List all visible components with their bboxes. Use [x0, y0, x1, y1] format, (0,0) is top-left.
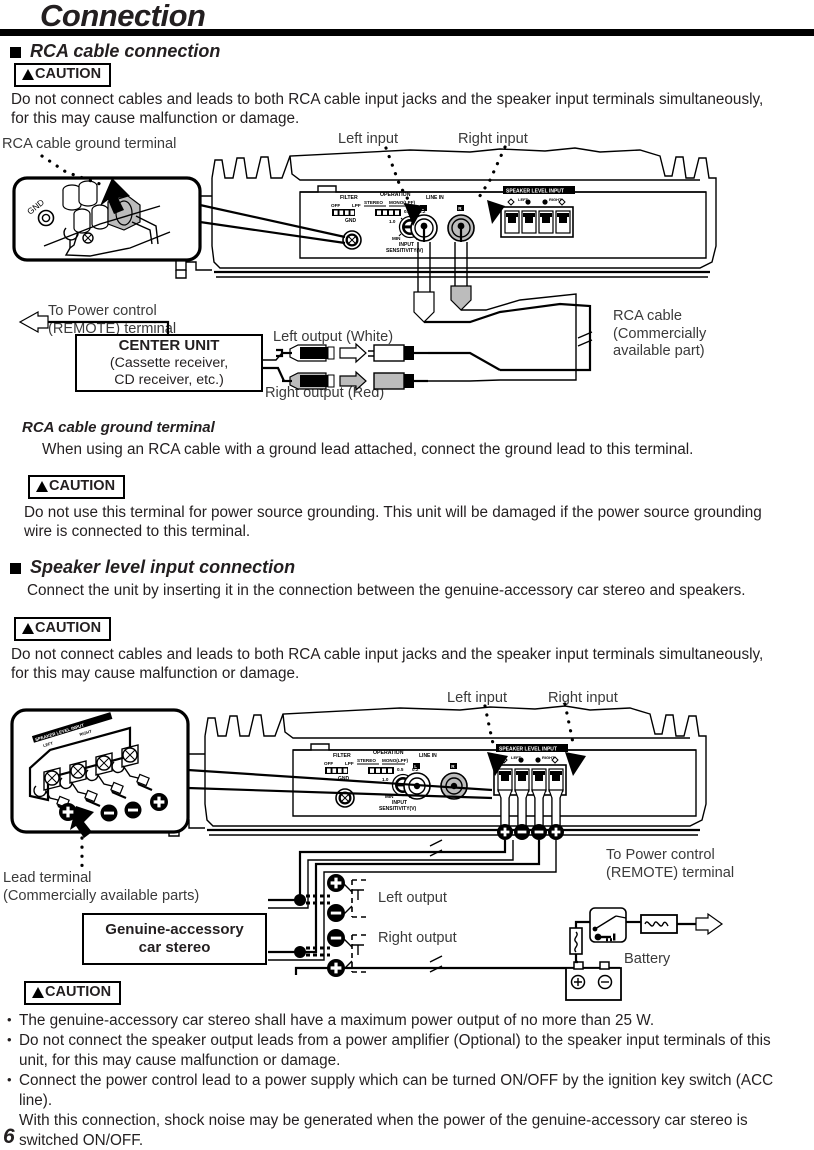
subsection-heading-ground: RCA cable ground terminal — [22, 419, 215, 436]
warning-triangle-icon — [22, 68, 34, 80]
label-right-input-1: Right input — [458, 131, 528, 147]
section-heading-label: RCA cable connection — [30, 41, 221, 61]
genuine-car-stereo-box: Genuine-accessory car stereo — [82, 913, 267, 965]
svg-text:R: R — [451, 764, 455, 769]
svg-text:LPF: LPF — [352, 203, 361, 208]
square-bullet-icon — [10, 563, 21, 574]
label-rca-ground-terminal: RCA cable ground terminal — [2, 136, 177, 152]
svg-text:MIN: MIN — [392, 236, 401, 241]
warning-triangle-icon — [22, 622, 34, 634]
caution-badge-4: CAUTION — [24, 981, 122, 1005]
section2-text: Connect the unit by inserting it in the … — [27, 582, 746, 599]
svg-text:SENSITIVITY(V): SENSITIVITY(V) — [379, 806, 417, 812]
caution-list-item-continuation: With this connection, shock noise may be… — [19, 1112, 748, 1149]
section-heading-rca: RCA cable connection — [10, 41, 220, 62]
svg-text:SPEAKER LEVEL INPUT: SPEAKER LEVEL INPUT — [506, 189, 564, 195]
svg-text:1.0: 1.0 — [382, 777, 389, 782]
svg-text:OPERATION: OPERATION — [373, 750, 404, 756]
square-bullet-icon — [10, 47, 21, 58]
car-stereo-line1: Genuine-accessory — [105, 921, 244, 938]
svg-text:OPERATION: OPERATION — [380, 192, 411, 198]
svg-text:INPUT: INPUT — [399, 242, 414, 248]
caution-badge-2: CAUTION — [28, 475, 126, 499]
caution-label: CAUTION — [49, 478, 116, 494]
subsection-text-ground: When using an RCA cable with a ground le… — [42, 441, 694, 458]
car-stereo-line2: car stereo — [138, 939, 211, 956]
center-unit-box: CENTER UNIT (Cassette receiver, CD recei… — [75, 334, 263, 392]
caution-list-item: Do not connect the speaker output leads … — [7, 1030, 787, 1071]
svg-text:LEFT: LEFT — [518, 197, 529, 202]
svg-text:FILTER: FILTER — [340, 195, 358, 201]
svg-text:FILTER: FILTER — [333, 753, 351, 759]
svg-text:RIGHT: RIGHT — [79, 728, 93, 737]
svg-text:0.2: 0.2 — [412, 767, 419, 772]
caution-label: CAUTION — [45, 984, 112, 1000]
svg-text:GND: GND — [338, 776, 350, 782]
svg-text:LEFT: LEFT — [511, 755, 522, 760]
section-heading-speaker: Speaker level input connection — [10, 557, 295, 578]
svg-text:OFF: OFF — [331, 203, 340, 208]
center-unit-line3: CD receiver, etc.) — [114, 372, 224, 388]
svg-text:0.2: 0.2 — [419, 209, 426, 214]
svg-text:LINE IN: LINE IN — [426, 195, 444, 201]
caution-text-2: Do not use this terminal for power sourc… — [24, 504, 762, 540]
svg-text:R: R — [458, 206, 462, 211]
caution-label: CAUTION — [35, 66, 102, 82]
label-battery: Battery — [624, 951, 671, 967]
svg-text:STEREO: STEREO — [364, 200, 383, 205]
label-right-output-2: Right output — [378, 930, 457, 946]
svg-text:RIGHT: RIGHT — [549, 197, 562, 202]
svg-text:MONO(LPF): MONO(LPF) — [382, 758, 408, 763]
svg-text:LEFT: LEFT — [42, 740, 54, 748]
svg-text:LPF: LPF — [345, 761, 354, 766]
svg-text:OFF: OFF — [324, 761, 333, 766]
label-left-output-2: Left output — [378, 890, 447, 906]
center-unit-title: CENTER UNIT — [118, 337, 220, 354]
warning-triangle-icon — [36, 480, 48, 492]
page-title: Connection — [40, 0, 206, 33]
svg-text:MONO(LPF): MONO(LPF) — [389, 200, 415, 205]
svg-text:GND: GND — [345, 218, 357, 224]
svg-text:RIGHT: RIGHT — [542, 755, 555, 760]
label-rca-cable: RCA cable (Commercially available part) — [613, 308, 707, 359]
center-unit-line2: (Cassette receiver, — [109, 355, 229, 371]
svg-text:SPEAKER LEVEL INPUT: SPEAKER LEVEL INPUT — [499, 747, 557, 753]
label-power-control-1: To Power control (REMOTE) terminal — [48, 303, 177, 337]
label-power-control-2: To Power control (REMOTE) terminal — [606, 847, 735, 881]
label-left-output-1: Left output (White) — [273, 329, 394, 345]
svg-text:L: L — [421, 206, 424, 211]
section-heading-label: Speaker level input connection — [30, 557, 296, 577]
label-lead-terminal: Lead terminal (Commercially available pa… — [3, 870, 200, 904]
caution-badge-3: CAUTION — [14, 617, 112, 641]
bottom-caution-list: The genuine-accessory car stereo shall h… — [7, 1010, 787, 1150]
svg-text:STEREO: STEREO — [357, 758, 376, 763]
svg-text:INPUT: INPUT — [392, 800, 407, 806]
svg-text:LINE IN: LINE IN — [419, 753, 437, 759]
caution-text-1: Do not connect cables and leads to both … — [11, 91, 764, 127]
caution-list-item: The genuine-accessory car stereo shall h… — [7, 1010, 787, 1031]
caution-list-item: Connect the power control lead to a powe… — [7, 1070, 787, 1111]
label-left-input-2: Left input — [447, 690, 508, 706]
caution-label: CAUTION — [35, 620, 102, 636]
label-left-input-1: Left input — [338, 131, 399, 147]
svg-text:MIN: MIN — [385, 794, 394, 799]
caution-text-3: Do not connect cables and leads to both … — [11, 646, 764, 682]
warning-triangle-icon — [32, 986, 44, 998]
label-right-input-2: Right input — [548, 690, 618, 706]
svg-text:1.0: 1.0 — [389, 219, 396, 224]
svg-text:0.5: 0.5 — [397, 767, 404, 772]
svg-text:SENSITIVITY(V): SENSITIVITY(V) — [386, 248, 424, 254]
page-number: 6 — [3, 1125, 15, 1148]
caution-badge-1: CAUTION — [14, 63, 112, 87]
svg-text:L: L — [414, 764, 417, 769]
title-rule — [0, 29, 814, 36]
